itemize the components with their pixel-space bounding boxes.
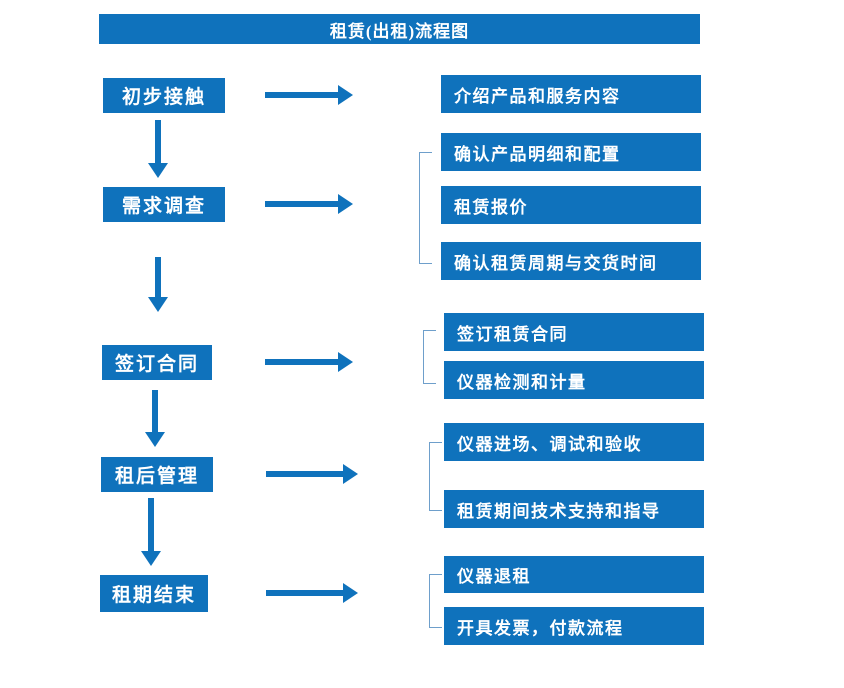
right-arrow-icon <box>265 194 353 214</box>
detail-box: 租赁报价 <box>441 186 701 224</box>
group-bracket <box>419 152 432 264</box>
detail-box: 确认产品明细和配置 <box>441 133 701 171</box>
right-arrow-icon <box>266 464 358 484</box>
detail-box: 确认租赁周期与交货时间 <box>441 242 701 280</box>
stage-box-lease-end: 租期结束 <box>100 575 208 612</box>
detail-box: 租赁期间技术支持和指导 <box>444 490 704 528</box>
detail-box: 开具发票，付款流程 <box>444 607 704 645</box>
right-arrow-icon <box>265 85 353 105</box>
detail-box: 仪器检测和计量 <box>444 361 704 399</box>
down-arrow-icon <box>141 498 161 566</box>
down-arrow-icon <box>148 257 168 312</box>
detail-box: 仪器进场、调试和验收 <box>444 423 704 461</box>
group-bracket <box>429 574 442 628</box>
detail-box: 仪器退租 <box>444 556 704 593</box>
stage-box-sign-contract: 签订合同 <box>102 345 212 380</box>
stage-box-demand-survey: 需求调查 <box>103 187 225 222</box>
group-bracket <box>423 330 436 384</box>
group-bracket <box>429 442 442 511</box>
right-arrow-icon <box>266 583 358 603</box>
detail-box: 介绍产品和服务内容 <box>441 75 701 113</box>
down-arrow-icon <box>148 120 168 178</box>
stage-box-post-rental-management: 租后管理 <box>101 457 213 492</box>
right-arrow-icon <box>265 352 353 372</box>
down-arrow-icon <box>145 390 165 447</box>
detail-box: 签订租赁合同 <box>444 313 704 351</box>
flowchart-title: 租赁(出租)流程图 <box>99 14 700 44</box>
stage-box-initial-contact: 初步接触 <box>103 78 225 113</box>
